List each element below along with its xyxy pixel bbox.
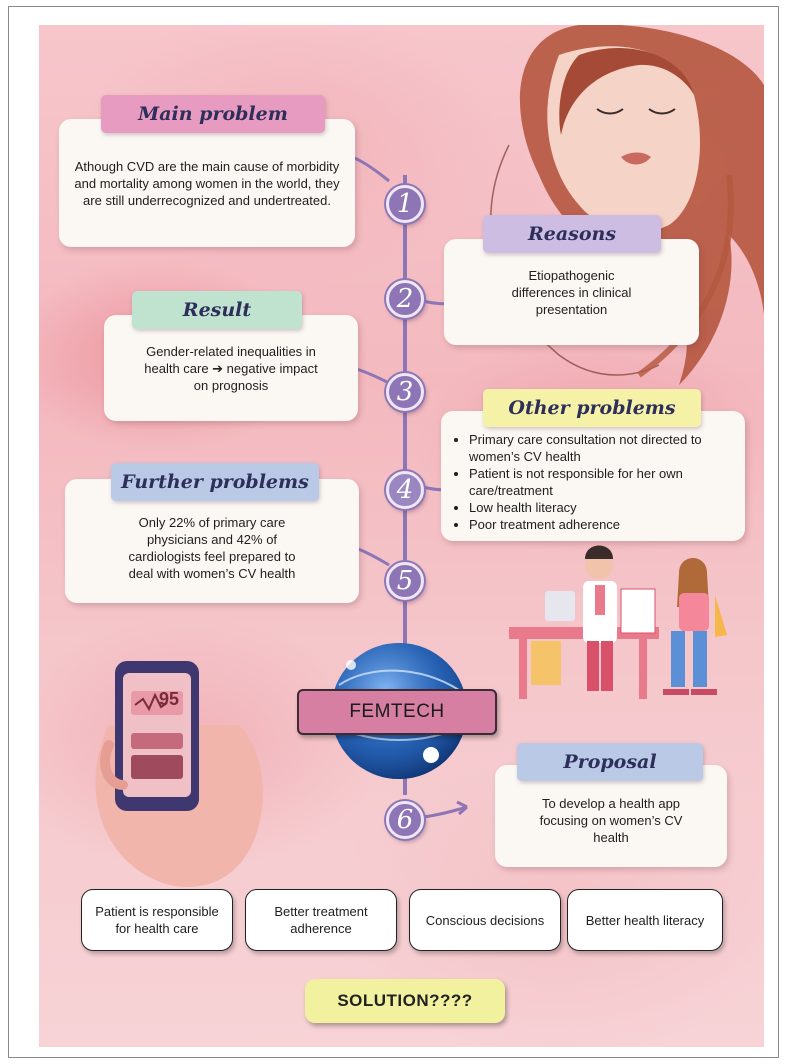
outcome-box: Conscious decisions [409, 889, 561, 951]
woman-face-illustration [490, 25, 764, 385]
result-text: Gender-related inequalities in health ca… [144, 343, 318, 393]
outcome-box: Patient is responsible for health care [81, 889, 233, 951]
other-problem-item: Poor treatment adherence [469, 516, 733, 533]
step-2-badge: 2 [386, 280, 424, 318]
hand-phone-illustration [95, 661, 263, 887]
reasons-label: Reasons [483, 215, 661, 253]
step-5-badge: 5 [386, 562, 424, 600]
phone-reading: 95 [159, 689, 180, 709]
step-1-badge: 1 [386, 185, 424, 223]
other-problem-item: Patient is not responsible for her own c… [469, 465, 733, 499]
main-problem-box: Athough CVD are the main cause of morbid… [59, 119, 355, 247]
outcome-box: Better treatment adherence [245, 889, 397, 951]
solution-label: SOLUTION???? [305, 979, 505, 1023]
reasons-box: Etiopathogenic differences in clinical p… [444, 239, 699, 345]
other-problems-list: Primary care consultation not directed t… [453, 431, 733, 533]
further-problems-label: Further problems [111, 463, 319, 501]
further-problems-text: Only 22% of primary care physicians and … [128, 515, 296, 581]
step-4-badge: 4 [386, 471, 424, 509]
proposal-text: To develop a health app focusing on wome… [539, 795, 683, 845]
step-3-badge: 3 [386, 373, 424, 411]
infographic-canvas: Athough CVD are the main cause of morbid… [39, 25, 764, 1047]
result-box: Gender-related inequalities in health ca… [104, 315, 358, 421]
other-problems-label: Other problems [483, 389, 701, 427]
femtech-label: FEMTECH [297, 689, 497, 735]
other-problem-item: Primary care consultation not directed t… [469, 431, 733, 465]
reasons-text: Etiopathogenic differences in clinical p… [511, 267, 632, 317]
outcome-box: Better health literacy [567, 889, 723, 951]
proposal-box: To develop a health app focusing on wome… [495, 765, 727, 867]
main-problem-label: Main problem [101, 95, 325, 133]
main-problem-text: Athough CVD are the main cause of morbid… [74, 158, 340, 208]
doctor-patient-illustration [509, 545, 727, 699]
proposal-label: Proposal [517, 743, 703, 781]
result-label: Result [132, 291, 302, 329]
other-problems-box: Primary care consultation not directed t… [441, 411, 745, 541]
figure-frame: Athough CVD are the main cause of morbid… [8, 6, 779, 1058]
other-problem-item: Low health literacy [469, 499, 733, 516]
step-6-badge: 6 [386, 801, 424, 839]
